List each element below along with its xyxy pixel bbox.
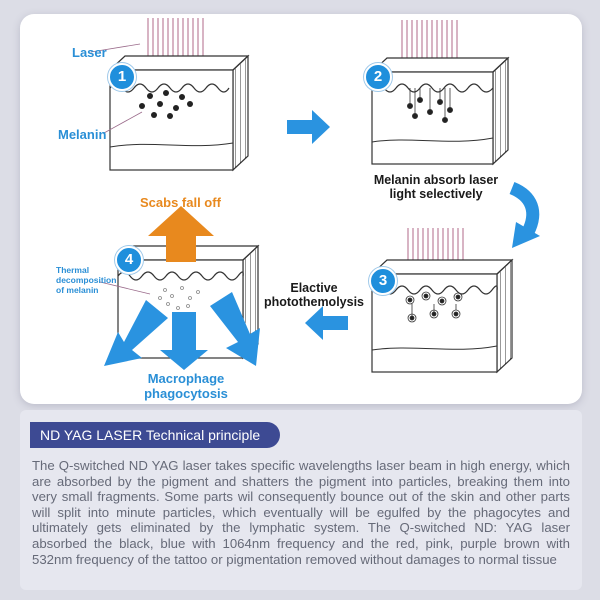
step-3-badge: 3	[369, 267, 397, 295]
melanin-particles-2	[406, 88, 453, 124]
macrophage-label: Macrophage phagocytosis	[144, 371, 228, 401]
section-title: ND YAG LASER Technical principle	[30, 422, 280, 448]
melanin-particles-3	[405, 291, 463, 323]
step-4-badge: 4	[115, 246, 143, 274]
macrophage-arrows	[104, 292, 260, 370]
diagram-illustration	[90, 18, 540, 374]
step-1-badge: 1	[108, 63, 136, 91]
arrow-curved-down	[509, 181, 540, 248]
arrow-left	[305, 306, 348, 340]
step-2-badge: 2	[364, 63, 392, 91]
skin-block-3	[370, 228, 514, 374]
melanin-absorb-label: Melanin absorb laser light selectively	[373, 173, 499, 202]
skin-block-1	[90, 18, 250, 172]
laser-label: Laser	[72, 45, 107, 60]
thermal-fragments	[158, 286, 200, 310]
skin-block-2	[370, 20, 510, 166]
melanin-particles-1	[139, 90, 193, 119]
scabs-fall-off-label: Scabs fall off	[140, 195, 221, 210]
arrow-right	[287, 110, 330, 144]
melanin-label: Melanin	[58, 127, 107, 142]
section-body: The Q-switched ND YAG laser takes specif…	[32, 458, 570, 567]
technical-principle-section: ND YAG LASER Technical principle The Q-s…	[20, 410, 582, 590]
arrow-up-scabs	[148, 206, 214, 262]
elective-photothermolysis-label: Elactive photothemolysis	[263, 281, 364, 310]
thermal-decomposition-label: Thermal decomposition of melanin	[56, 265, 117, 295]
